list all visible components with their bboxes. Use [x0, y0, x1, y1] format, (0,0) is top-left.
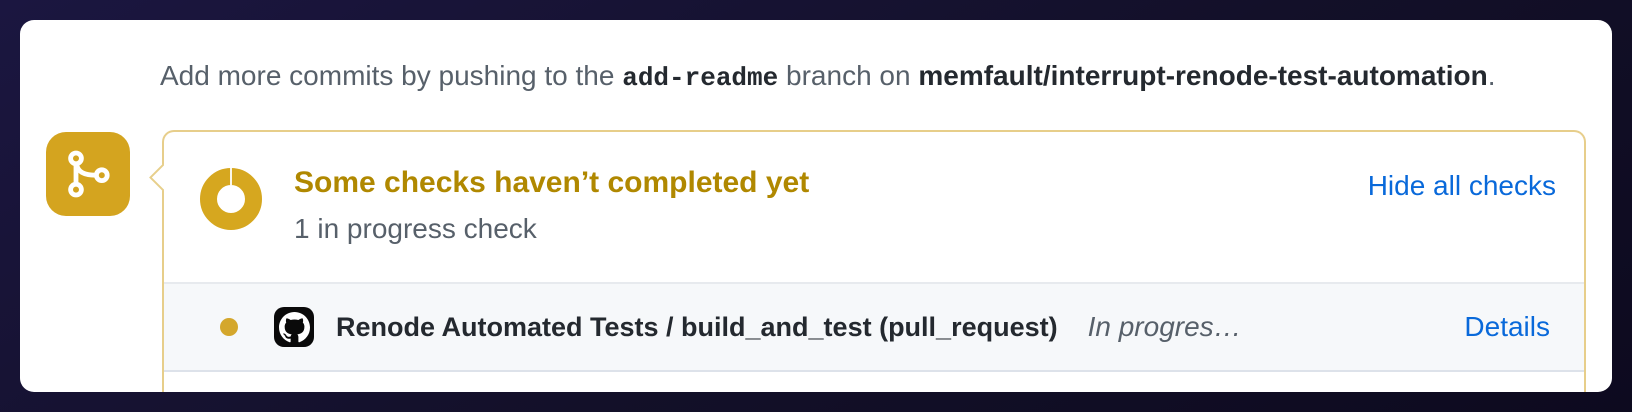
hide-all-checks-link[interactable]: Hide all checks	[1367, 170, 1556, 201]
checks-status-subtitle: 1 in progress check	[294, 213, 537, 244]
github-logo-icon	[274, 307, 314, 347]
checks-panel-header: Some checks haven’t completed yet 1 in p…	[164, 132, 1584, 282]
pull-request-checks-card: Add more commits by pushing to the add-r…	[20, 20, 1612, 392]
checks-header-texts: Some checks haven’t completed yet 1 in p…	[294, 164, 809, 246]
in-progress-dot-icon	[220, 318, 238, 336]
push-instructions-suffix: .	[1487, 60, 1496, 91]
check-row: Renode Automated Tests / build_and_test …	[164, 282, 1584, 372]
checks-panel: Some checks haven’t completed yet 1 in p…	[149, 130, 1586, 392]
push-instructions: Add more commits by pushing to the add-r…	[160, 60, 1572, 94]
ring-notch	[230, 168, 232, 185]
push-instructions-middle: branch on	[778, 60, 919, 91]
branch-name: add-readme	[622, 63, 779, 93]
git-branch-icon	[46, 132, 130, 216]
checks-status-title: Some checks haven’t completed yet	[294, 166, 810, 199]
push-instructions-prefix: Add more commits by pushing to the	[160, 60, 623, 91]
in-progress-ring-icon	[200, 168, 262, 230]
check-name: Renode Automated Tests / build_and_test …	[336, 311, 1058, 342]
repo-name: memfault/interrupt-renode-test-automatio…	[918, 60, 1488, 91]
check-details-link[interactable]: Details	[1464, 311, 1550, 342]
check-status-text: In progres…	[1087, 311, 1242, 342]
